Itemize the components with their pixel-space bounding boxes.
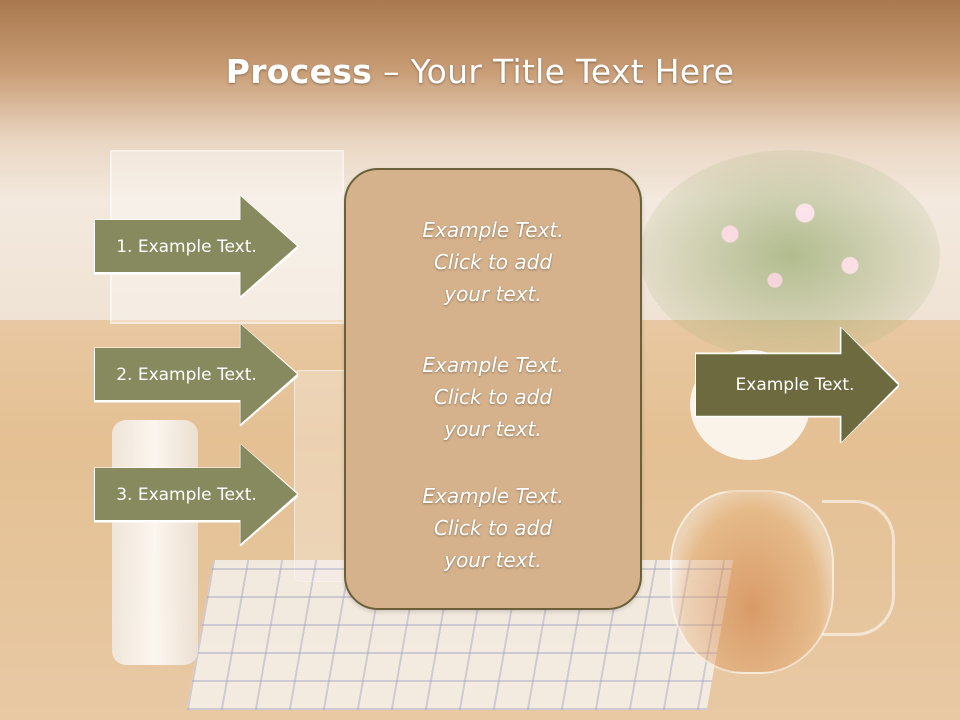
panel-text-block-3[interactable]: Example Text. Click to add your text. <box>346 480 640 576</box>
panel-text-block-1[interactable]: Example Text. Click to add your text. <box>346 214 640 310</box>
panel-block-2-line-3: your text. <box>444 417 542 441</box>
title-rest-part: – Your Title Text Here <box>372 52 735 91</box>
panel-block-3-line-3: your text. <box>444 548 542 572</box>
panel-block-2-line-2: Click to add <box>433 385 553 409</box>
panel-block-3-line-2: Click to add <box>433 516 553 540</box>
background-flowers <box>640 150 940 360</box>
panel-block-1-line-2: Click to add <box>433 250 553 274</box>
center-text-panel[interactable]: Example Text. Click to add your text. Ex… <box>344 168 642 610</box>
right-arrow-label[interactable]: Example Text. <box>735 375 855 395</box>
background-teapot <box>670 490 834 674</box>
title-bold-part: Process <box>225 52 373 91</box>
panel-block-1-line-1: Example Text. <box>422 218 564 242</box>
panel-block-2-line-1: Example Text. <box>422 353 564 377</box>
panel-text-block-2[interactable]: Example Text. Click to add your text. <box>346 349 640 445</box>
background-teapot-handle <box>822 500 895 636</box>
arrow-label-1[interactable]: 1. Example Text. <box>116 237 257 257</box>
panel-block-1-line-3: your text. <box>444 282 542 306</box>
panel-block-3-line-1: Example Text. <box>422 484 564 508</box>
arrow-label-3[interactable]: 3. Example Text. <box>116 485 257 505</box>
background-bottle <box>112 420 198 665</box>
arrow-label-2[interactable]: 2. Example Text. <box>116 365 257 385</box>
slide-title[interactable]: Process – Your Title Text Here <box>0 52 960 91</box>
